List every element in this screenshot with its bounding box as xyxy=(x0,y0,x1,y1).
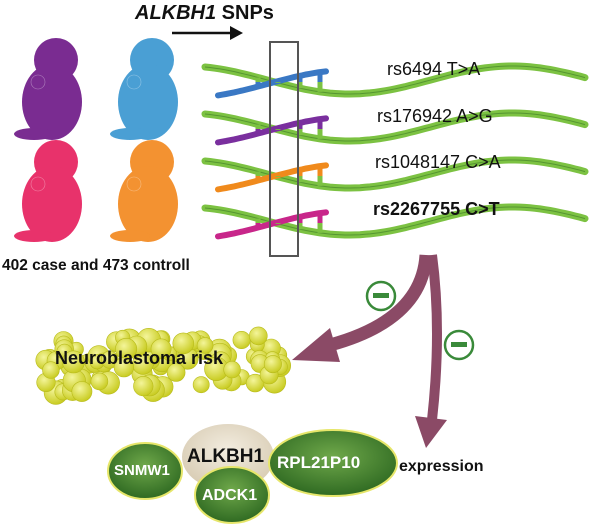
gene-node-snmw1 xyxy=(107,442,183,500)
tumor-cell xyxy=(42,361,60,379)
gene-label-snmw1: SNMW1 xyxy=(114,462,170,479)
outcome-risk-label: Neuroblastoma risk xyxy=(55,348,224,368)
dna-helix xyxy=(201,109,589,146)
tumor-cell xyxy=(223,360,241,379)
gene-node-rpl21p10 xyxy=(268,429,398,497)
tumor-cell xyxy=(245,373,265,393)
tumor-cell xyxy=(62,350,85,374)
outcome-expression-label: expression xyxy=(399,458,484,475)
study-caption: 402 case and 473 controll xyxy=(2,257,190,274)
inhibit-icon xyxy=(365,280,397,312)
inhibit-arrows xyxy=(292,254,447,448)
title-suffix: SNPs xyxy=(216,2,274,24)
tumor-cell-cluster xyxy=(35,326,292,405)
figure-title: ALKBH1 SNPs xyxy=(135,2,274,25)
dna-helix xyxy=(201,203,589,240)
gene-label-adck1: ADCK1 xyxy=(202,487,258,504)
tumor-cell xyxy=(113,357,134,378)
fetus-icon xyxy=(14,140,82,242)
direction-arrow xyxy=(172,26,243,40)
tumor-cell xyxy=(71,381,93,402)
helix-partner-strand xyxy=(215,115,329,146)
snp-label: rs6494 T>A xyxy=(387,59,481,79)
gene-label-alkbh1: ALKBH1 xyxy=(187,446,265,467)
tumor-cell xyxy=(166,363,186,382)
tumor-cell xyxy=(90,372,109,391)
snp-label: rs176942 A>G xyxy=(377,106,493,126)
snp-highlight-box xyxy=(269,41,299,257)
tumor-cell xyxy=(192,376,210,394)
helix-partner-strand xyxy=(215,209,329,240)
tumor-cell xyxy=(172,332,195,355)
dna-helix xyxy=(201,156,589,193)
arrow-to-risk xyxy=(328,254,433,352)
helix-partner-strand xyxy=(215,68,329,99)
fetus-group xyxy=(14,38,178,242)
dna-helix xyxy=(201,62,589,99)
gene-label-rpl21p10: RPL21P10 xyxy=(277,453,361,472)
dna-helices xyxy=(201,62,589,240)
arrow-to-expression xyxy=(427,254,442,421)
tumor-cell xyxy=(133,376,154,397)
fetus-icon xyxy=(110,140,178,242)
tumor-cell xyxy=(150,338,172,360)
arrow-head-risk xyxy=(292,328,340,362)
title-gene: ALKBH1 xyxy=(135,2,217,24)
tumor-cell xyxy=(196,337,214,354)
inhibit-icon xyxy=(443,329,475,361)
gene-node-adck1 xyxy=(194,466,270,524)
fetus-icon xyxy=(110,38,178,140)
snp-label: rs1048147 C>A xyxy=(375,152,501,172)
fetus-icon xyxy=(14,38,82,140)
arrow-head-expression xyxy=(415,416,447,448)
tumor-cell xyxy=(263,355,282,374)
helix-partner-strand xyxy=(215,162,329,193)
snp-label: rs2267755 C>T xyxy=(373,199,500,219)
tumor-cell xyxy=(232,330,251,349)
tumor-cell xyxy=(248,326,268,346)
